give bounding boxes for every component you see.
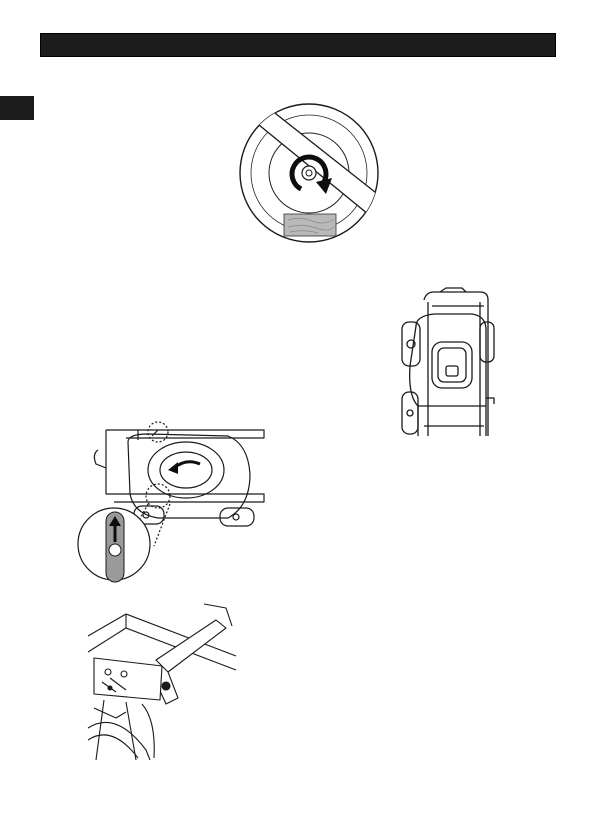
blade-rotation-illustration <box>238 102 380 244</box>
mower-handle-fold-illustration <box>78 414 274 582</box>
handle-latch-illustration <box>86 600 242 760</box>
mower-storage-illustration <box>394 286 504 442</box>
language-tab <box>0 96 34 120</box>
header-bar <box>40 33 556 57</box>
